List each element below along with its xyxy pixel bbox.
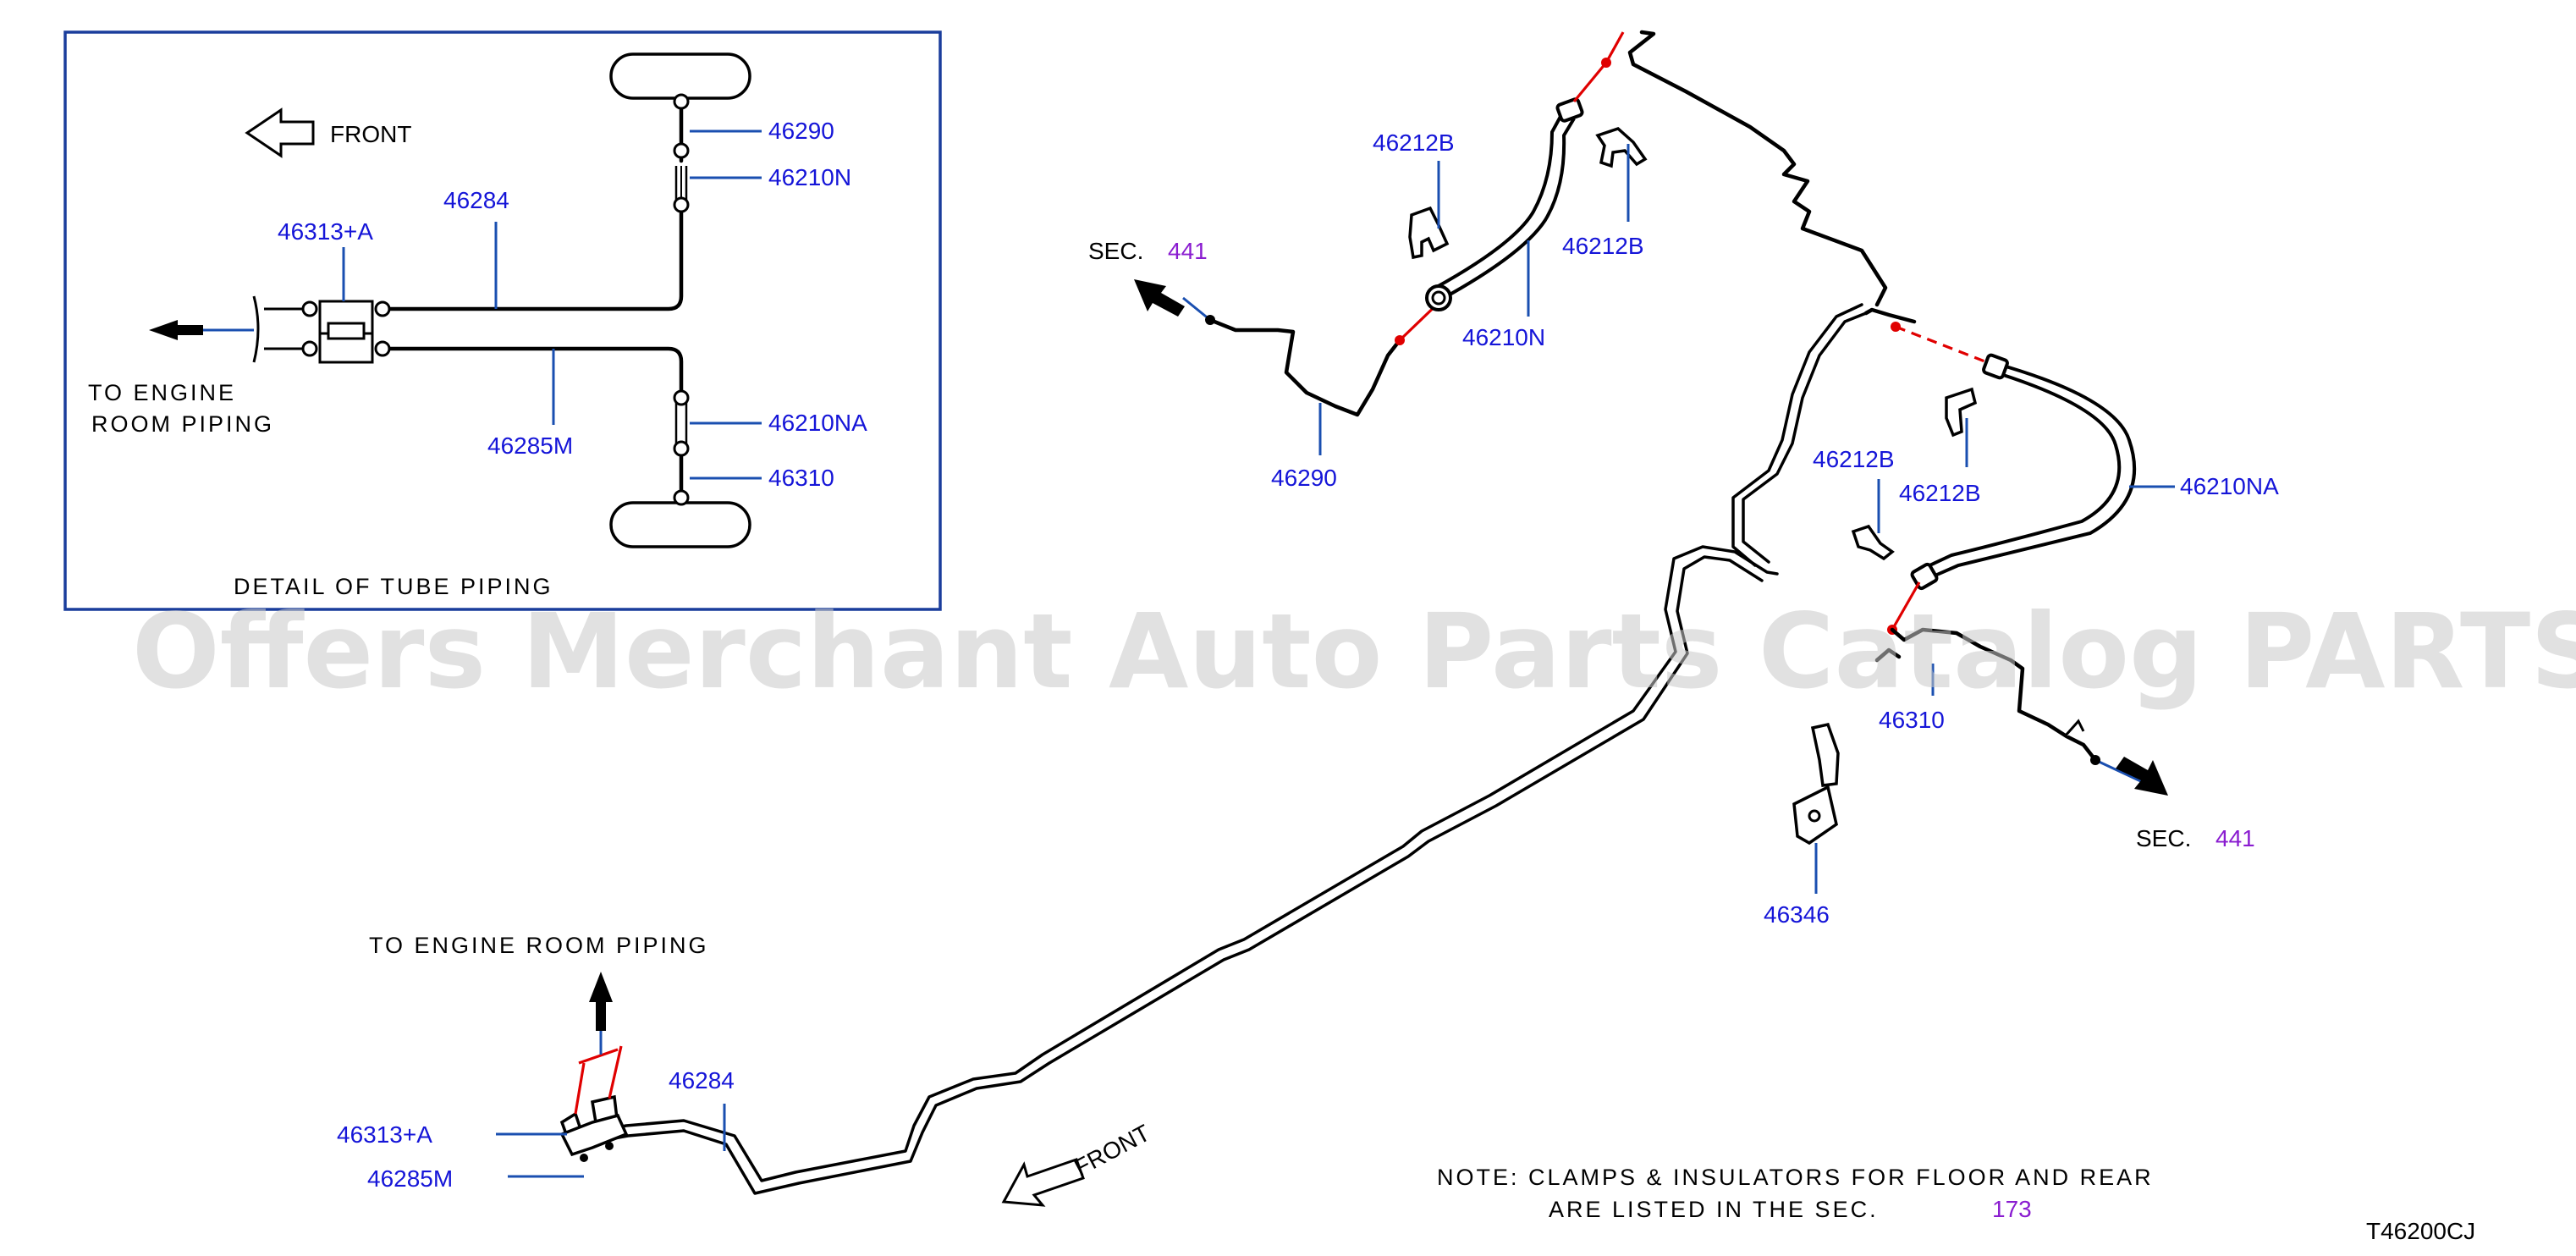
joint-icon [673, 142, 690, 159]
main-front-label: FRONT [1070, 1120, 1154, 1182]
label-46212B-a[interactable]: 46212B [1373, 129, 1455, 156]
clip-46212B-icon [1408, 206, 1450, 260]
joint-icon [673, 489, 690, 506]
hose-46210N [1425, 97, 1584, 311]
label-46212B-b[interactable]: 46212B [1562, 233, 1644, 259]
link-line [1891, 581, 1921, 631]
link-line [1895, 325, 1988, 364]
detail-label-46210NA: 46210NA [768, 410, 867, 436]
sec-arrow-right-icon [2116, 757, 2168, 796]
joint-icon [673, 196, 690, 213]
detail-connector-46313A [252, 295, 391, 364]
label-46212B-d[interactable]: 46212B [1899, 480, 1981, 506]
watermark-text: Offers Merchant Auto Parts Catalog PARTS… [132, 592, 2576, 712]
joint-icon [1891, 322, 1901, 332]
link-line [608, 1045, 623, 1099]
sec-label-left: SEC. [1088, 238, 1143, 264]
detail-tube-46285M [383, 346, 684, 400]
detail-tube-46284 [383, 202, 684, 311]
diagram-id: T46200CJ [2366, 1218, 2475, 1244]
to-engine-arrow-icon [589, 972, 613, 1031]
joint-icon [673, 440, 690, 457]
detail-box: FRONT [63, 30, 942, 611]
detail-label-46290: 46290 [768, 118, 834, 144]
note-line2: ARE LISTED IN THE SEC. [1549, 1197, 1879, 1222]
detail-to-engine-line1: TO ENGINE [88, 380, 236, 405]
detail-border [63, 30, 942, 611]
front-arrow-icon [1001, 1158, 1085, 1207]
main-tube-46290-body [1627, 30, 1888, 307]
clip-46212B-icon [1945, 387, 1978, 438]
connector-46313A-icon [559, 1094, 629, 1162]
detail-label-46285M: 46285M [487, 432, 573, 459]
joint-icon [1205, 315, 1215, 325]
front-wheel-icon [609, 52, 751, 100]
label-46210N[interactable]: 46210N [1462, 324, 1545, 350]
label-46210NA[interactable]: 46210NA [2180, 473, 2279, 499]
link-line [1572, 61, 1608, 103]
detail-caption: DETAIL OF TUBE PIPING [234, 574, 553, 599]
label-46285M[interactable]: 46285M [367, 1165, 453, 1192]
to-engine-room-piping-label: TO ENGINE ROOM PIPING [369, 933, 709, 958]
label-46310[interactable]: 46310 [1879, 707, 1945, 733]
sec-label-right: SEC. [2136, 825, 2191, 851]
label-46212B-c[interactable]: 46212B [1813, 446, 1895, 472]
main-tube-46284-46285M [581, 303, 1868, 1195]
detail-label-46210N: 46210N [768, 164, 851, 190]
label-46284[interactable]: 46284 [669, 1067, 735, 1093]
joint-icon [1395, 335, 1405, 345]
sec-441-left[interactable]: 441 [1168, 238, 1208, 264]
to-engine-arrow-icon [149, 320, 203, 340]
joint-icon [673, 389, 690, 406]
rear-wheel-icon [609, 501, 751, 548]
clip-46212B-icon [1851, 524, 1895, 561]
bracket-46346-icon [1792, 722, 1840, 846]
main-tube-46290 [1208, 317, 1402, 417]
label-46346[interactable]: 46346 [1764, 901, 1830, 928]
detail-front-label: FRONT [330, 121, 411, 147]
detail-label-46284: 46284 [443, 187, 509, 213]
note-sec-173[interactable]: 173 [1992, 1196, 2032, 1222]
detail-label-46313A: 46313+A [278, 218, 373, 245]
sec-441-right[interactable]: 441 [2215, 825, 2255, 851]
joint-icon [673, 93, 690, 110]
detail-label-46310: 46310 [768, 465, 834, 491]
detail-to-engine-line2: ROOM PIPING [91, 411, 274, 437]
link-line [574, 1062, 586, 1115]
main-tube-rear [1863, 307, 1917, 324]
label-46290[interactable]: 46290 [1271, 465, 1337, 491]
main-tube-46310 [1890, 627, 2098, 763]
joint-icon [2090, 755, 2100, 765]
front-arrow-icon [245, 107, 315, 158]
note-line1: NOTE: CLAMPS & INSULATORS FOR FLOOR AND … [1437, 1165, 2154, 1190]
clip-46212B-icon [1595, 127, 1648, 168]
hose-46210NA [1910, 353, 2137, 591]
label-46313A[interactable]: 46313+A [337, 1121, 432, 1148]
sec-arrow-left-icon [1134, 279, 1185, 317]
